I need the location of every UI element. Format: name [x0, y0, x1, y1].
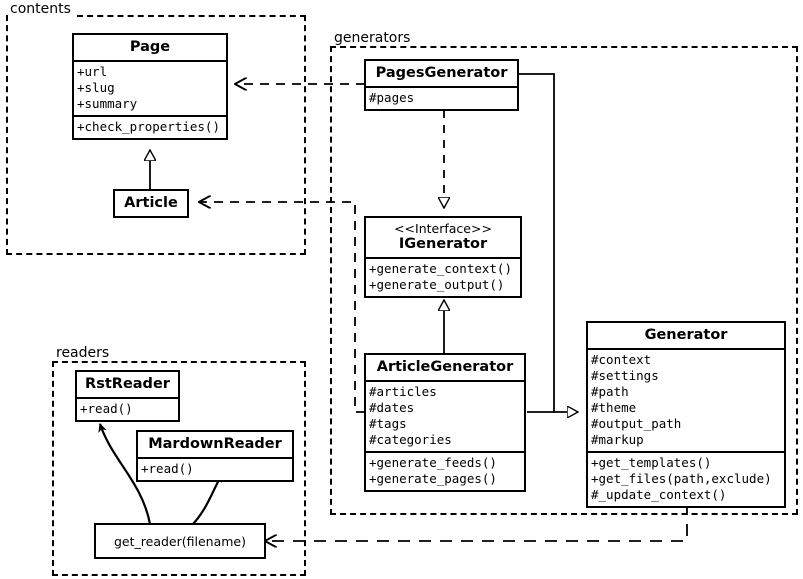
class-pages-generator-title: PagesGenerator	[375, 65, 508, 81]
attribute: #settings	[591, 368, 659, 383]
class-generator-title: Generator	[644, 327, 728, 343]
class-mardown-reader-methods: +read()	[138, 457, 292, 480]
method: +read()	[80, 401, 133, 416]
attribute: #path	[591, 384, 629, 399]
attribute: +url	[77, 64, 108, 79]
attribute: #dates	[369, 400, 415, 415]
attribute: #context	[591, 352, 652, 367]
class-page-attributes: +url +slug +summary	[74, 60, 226, 115]
class-article-generator-methods: +generate_feeds() +generate_pages()	[366, 451, 524, 490]
method: +generate_pages()	[369, 471, 497, 486]
method: #_update_context()	[591, 487, 727, 502]
package-generators-label: generators	[332, 30, 413, 46]
class-generator[interactable]: Generator #context #settings #path #them…	[586, 321, 786, 508]
attribute: #categories	[369, 432, 452, 447]
function-get-reader-label: get_reader(filename)	[114, 533, 246, 549]
class-article-title: Article	[124, 195, 178, 211]
class-pages-generator[interactable]: PagesGenerator #pages	[364, 59, 519, 111]
class-igenerator-title: IGenerator	[398, 236, 488, 252]
attribute: #output_path	[591, 416, 682, 431]
attribute: #pages	[369, 90, 415, 105]
package-readers	[52, 361, 306, 576]
class-article-generator-title: ArticleGenerator	[376, 359, 514, 375]
attribute: +summary	[77, 96, 138, 111]
class-article-generator[interactable]: ArticleGenerator #articles #dates #tags …	[364, 353, 526, 492]
class-article[interactable]: Article	[113, 189, 189, 218]
attribute: +slug	[77, 80, 115, 95]
class-page-title: Page	[129, 39, 171, 55]
attribute: #markup	[591, 432, 644, 447]
class-page[interactable]: Page +url +slug +summary +check_properti…	[72, 33, 228, 140]
class-mardown-reader-title: MardownReader	[148, 436, 282, 452]
class-pages-generator-attributes: #pages	[366, 86, 517, 109]
method: +read()	[141, 461, 194, 476]
class-article-generator-attributes: #articles #dates #tags #categories	[366, 380, 524, 451]
method: +generate_feeds()	[369, 455, 497, 470]
attribute: #articles	[369, 384, 437, 399]
method: +get_files(path,exclude)	[591, 471, 772, 486]
class-page-methods: +check_properties()	[74, 115, 226, 138]
class-generator-attributes: #context #settings #path #theme #output_…	[588, 348, 784, 451]
class-generator-methods: +get_templates() +get_files(path,exclude…	[588, 451, 784, 506]
method: +generate_context()	[369, 261, 512, 276]
class-mardown-reader[interactable]: MardownReader +read()	[136, 430, 294, 482]
class-igenerator[interactable]: <<Interface>> IGenerator +generate_conte…	[364, 216, 522, 298]
attribute: #theme	[591, 400, 637, 415]
class-igenerator-stereotype: <<Interface>>	[394, 221, 492, 236]
method: +generate_output()	[369, 277, 505, 292]
attribute: #tags	[369, 416, 407, 431]
class-rst-reader-methods: +read()	[77, 397, 178, 420]
package-contents	[6, 15, 306, 255]
package-readers-label: readers	[54, 345, 112, 361]
package-contents-label: contents	[8, 1, 73, 17]
class-rst-reader[interactable]: RstReader +read()	[75, 370, 180, 422]
class-igenerator-methods: +generate_context() +generate_output()	[366, 257, 520, 296]
class-rst-reader-title: RstReader	[85, 376, 170, 392]
method: +check_properties()	[77, 119, 220, 134]
function-get-reader[interactable]: get_reader(filename)	[94, 523, 266, 559]
method: +get_templates()	[591, 455, 712, 470]
